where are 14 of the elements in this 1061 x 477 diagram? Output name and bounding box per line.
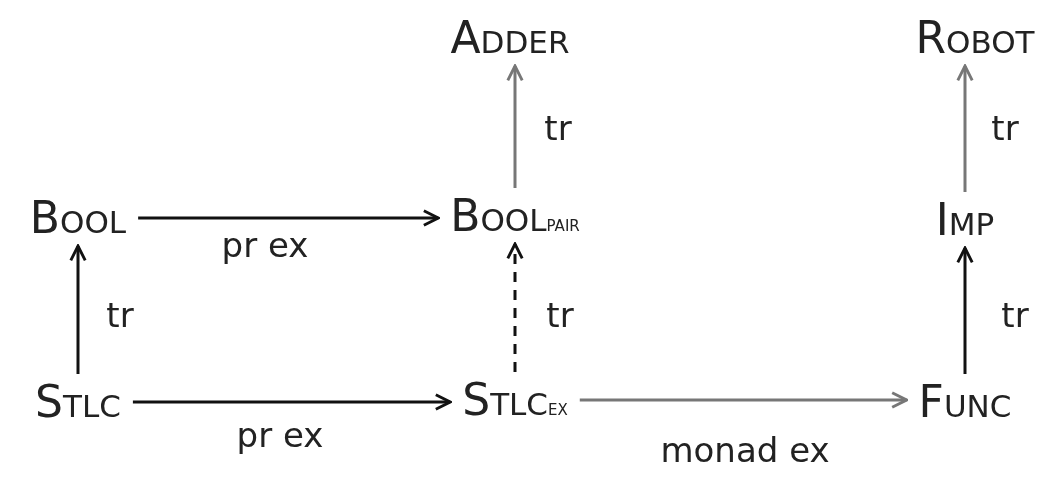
arrow <box>138 209 440 227</box>
term-label: Imp <box>935 198 995 242</box>
arrow <box>132 393 452 411</box>
arrow <box>506 242 524 372</box>
arrow <box>956 246 974 374</box>
term-label: Stlc <box>35 380 121 424</box>
term-label: Bool <box>29 196 127 240</box>
arrow <box>956 64 974 192</box>
arrow <box>579 391 908 409</box>
term-label: Adder <box>450 16 570 60</box>
arrow <box>69 244 87 374</box>
term-label: Robot <box>915 16 1035 60</box>
term-label: Func <box>918 380 1012 424</box>
arrow <box>506 64 524 188</box>
